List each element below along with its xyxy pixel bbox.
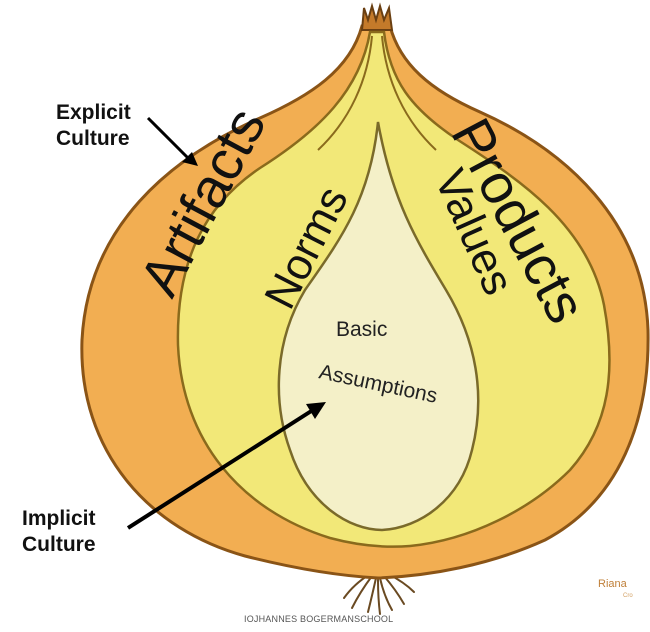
school-footer: IOJHANNES BOGERMANSCHOOL (244, 614, 393, 624)
explicit-culture-label: Explicit Culture (56, 100, 131, 152)
implicit-line2: Culture (22, 532, 96, 558)
core-label-line1: Basic (336, 318, 387, 341)
explicit-line1: Explicit (56, 100, 131, 126)
implicit-culture-label: Implicit Culture (22, 506, 96, 558)
watermark-text: Riana (598, 578, 650, 590)
explicit-arrow (148, 118, 198, 166)
onion-stem (362, 6, 392, 30)
implicit-line1: Implicit (22, 506, 96, 532)
onion-roots (344, 574, 414, 614)
explicit-line2: Culture (56, 126, 131, 152)
watermark-subtext: Cro (623, 593, 633, 599)
